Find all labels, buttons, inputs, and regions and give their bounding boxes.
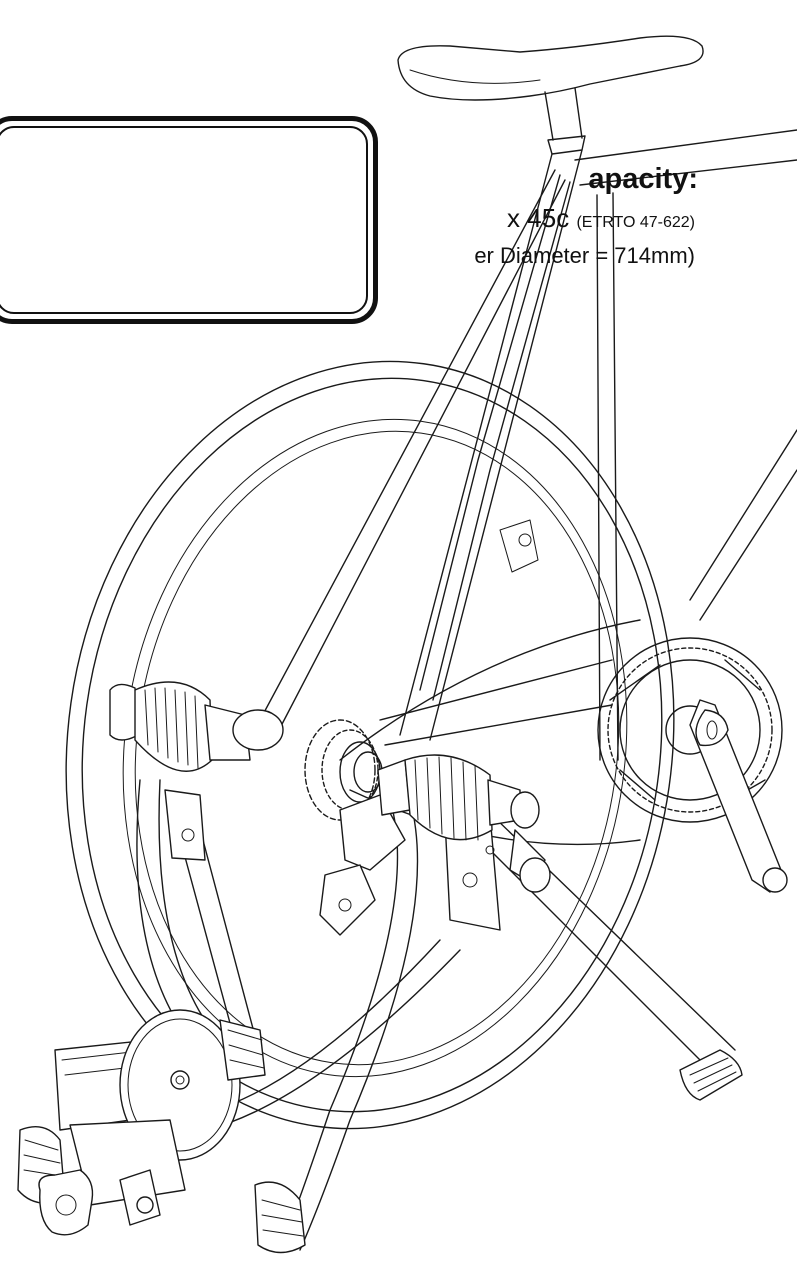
tire-diameter: er Diameter = 714mm) (474, 243, 695, 268)
bike-frame (259, 35, 797, 761)
capacity-label-box (0, 116, 378, 324)
tire-size-etrto: (ETRTO 47-622) (576, 214, 695, 231)
capacity-title: apacity: (588, 163, 698, 195)
trainer-frame (59, 779, 743, 1251)
capacity-label-inner-border (0, 126, 368, 314)
rear-derailleur (319, 794, 406, 936)
right-axle-clamp (377, 754, 551, 893)
saddle (397, 35, 704, 101)
tire-size-main: x 45c (507, 203, 570, 233)
tire-size: x 45c (ETRTO 47-622) (507, 203, 695, 234)
resistance-unit (17, 1009, 306, 1254)
chainring-crank (339, 619, 788, 893)
left-axle-clamp (109, 681, 284, 772)
tension-knob (38, 1169, 94, 1236)
